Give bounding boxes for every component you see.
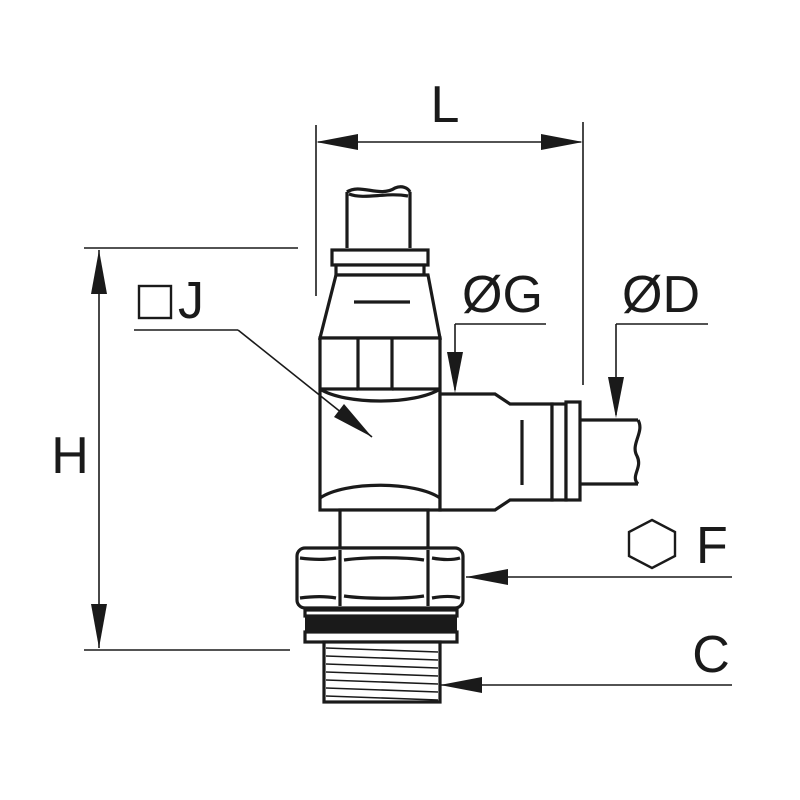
dimension-L-label: L [431,76,460,134]
dimension-C-label: C [692,626,730,684]
dimension-D-label: ØD [622,266,700,324]
dimension-J: J [134,272,373,438]
dimension-D: ØD [608,266,708,418]
dimension-G: ØG [447,266,546,393]
hexagon-icon [627,518,677,570]
dimension-G-label: ØG [462,266,543,324]
square-icon [137,284,173,320]
dimension-H-label: H [51,427,89,485]
dimension-L: L [315,76,584,385]
dimension-C: C [440,626,732,693]
dimension-F-label: F [696,517,728,575]
dimension-J-label: J [178,272,204,330]
dimension-H: H [51,247,298,651]
dimension-F: F [466,517,732,585]
fitting-body [295,185,642,704]
